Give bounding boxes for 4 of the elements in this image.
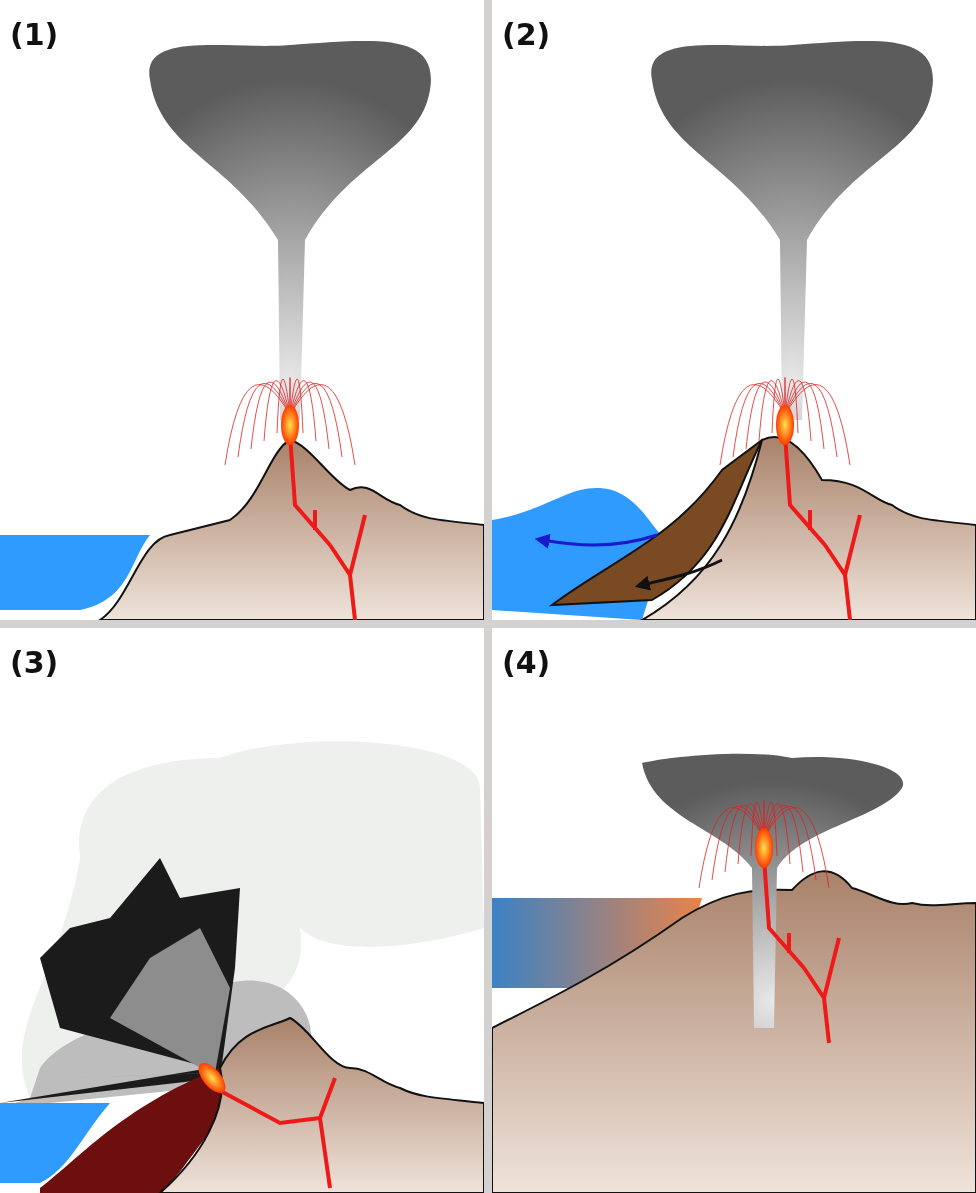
panel-number: (4) — [502, 648, 551, 678]
panel-number: (1) — [10, 20, 59, 50]
panel-number: (2) — [502, 20, 551, 50]
panel-number: (3) — [10, 648, 59, 678]
